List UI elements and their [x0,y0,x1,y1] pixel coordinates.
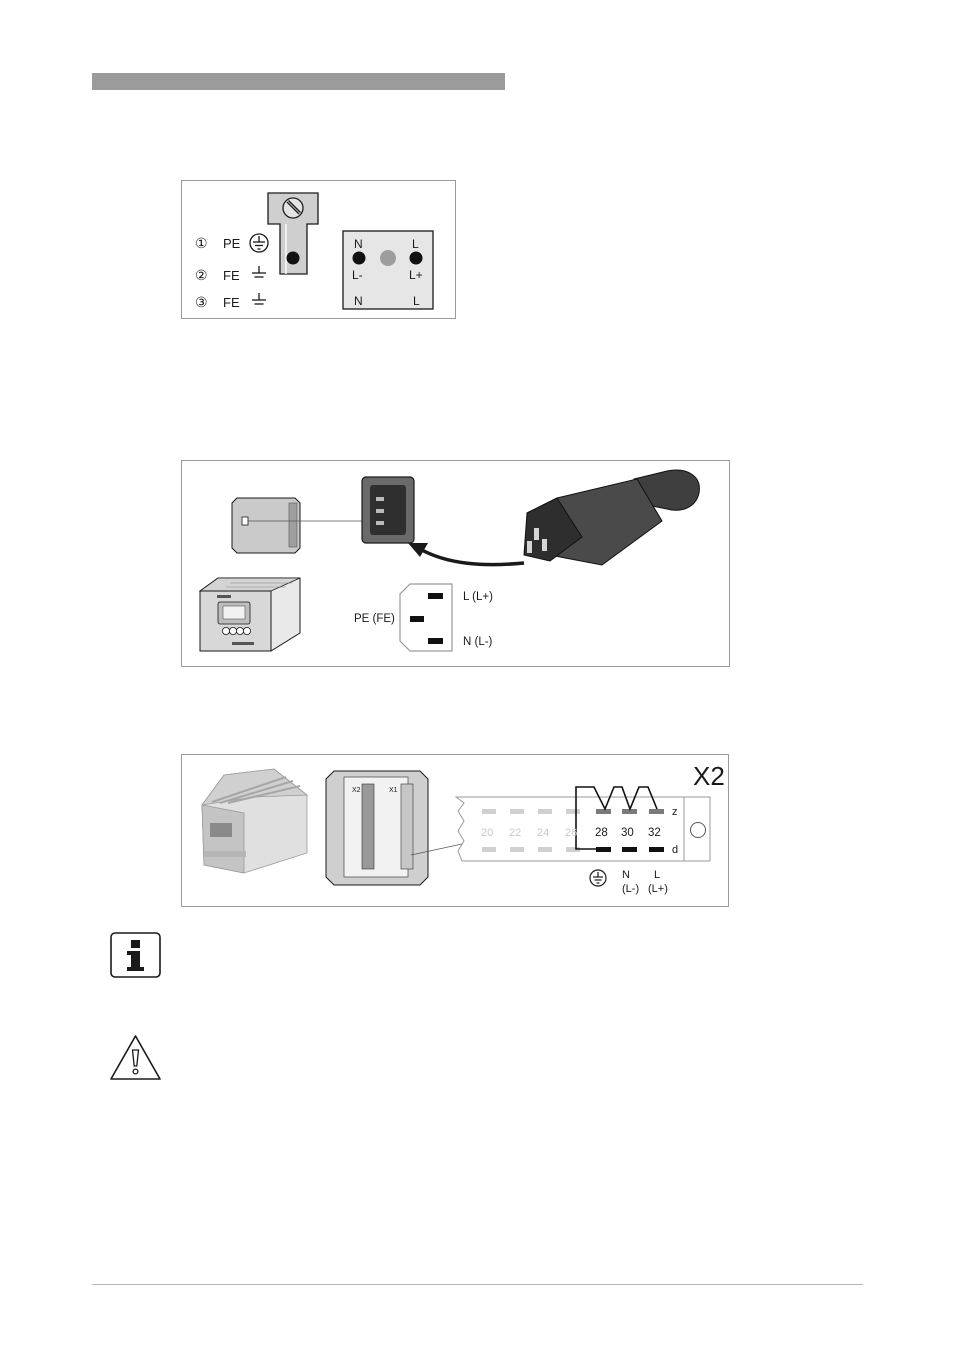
socket-label-l-bottom: L [413,294,420,308]
pin-label-n: N (L-) [463,636,493,648]
screw-icon [283,198,303,218]
pin-label-pe: PE (FE) [354,613,395,625]
label-l-sub: (L+) [648,883,668,895]
slot-label-x1: X1 [389,787,398,794]
row-3-label: FE [223,295,240,310]
insert-arrow [408,543,524,565]
slot-label-x2: X2 [352,787,361,794]
functional-earth-icon [252,293,266,304]
device-rear-view [232,498,362,553]
device-enclosure [202,769,307,873]
socket-label-l-plus: L+ [409,268,423,282]
connector-figure: L (L+) PE (FE) N (L-) [181,460,730,667]
row-2-number: ② [195,267,208,283]
ground-terminal [268,193,318,274]
warning-icon [108,1033,163,1081]
terminal-number-32: 32 [648,827,661,839]
power-socket: N L L- L+ N L [343,231,433,309]
earth-ground-icon [250,234,268,252]
power-plug [524,470,699,565]
info-icon [110,932,161,978]
functional-earth-icon [252,266,266,277]
faded-number-20: 20 [481,827,493,839]
pin-label-l: L (L+) [463,591,493,603]
header-bar [92,73,505,90]
row-2-label: FE [223,268,240,283]
row-label-z: z [672,806,678,818]
x2-diagram: X2 X1 20 22 24 [182,755,728,906]
faded-number-24: 24 [537,827,549,839]
connector-diagram: L (L+) PE (FE) N (L-) [182,461,729,666]
faded-number-22: 22 [509,827,521,839]
terminal-figure: ① PE ② FE ③ FE [181,180,456,319]
socket-label-l-top: L [412,237,419,251]
power-inlet [362,477,414,543]
terminal-number-28: 28 [595,827,608,839]
inlet-pin-diagram [400,584,452,651]
x2-figure: X2 X1 20 22 24 [181,754,729,907]
connector-title: X2 [693,761,725,791]
row-3-number: ③ [195,294,208,310]
label-n-sub: (L-) [622,883,639,895]
socket-label-n-top: N [354,237,363,251]
socket-label-n-bottom: N [354,294,363,308]
footer-rule [92,1284,863,1285]
terminal-diagram: ① PE ② FE ③ FE [182,181,455,318]
row-1-number: ① [195,235,208,251]
device-front-view [200,578,300,651]
terminal-number-30: 30 [621,827,634,839]
label-l: L [654,869,660,881]
socket-label-l-minus: L- [352,268,363,282]
label-n: N [622,869,630,881]
earth-ground-icon [590,870,606,886]
row-1-label: PE [223,236,241,251]
faded-number-26: 26 [565,827,577,839]
row-label-d: d [672,844,678,856]
